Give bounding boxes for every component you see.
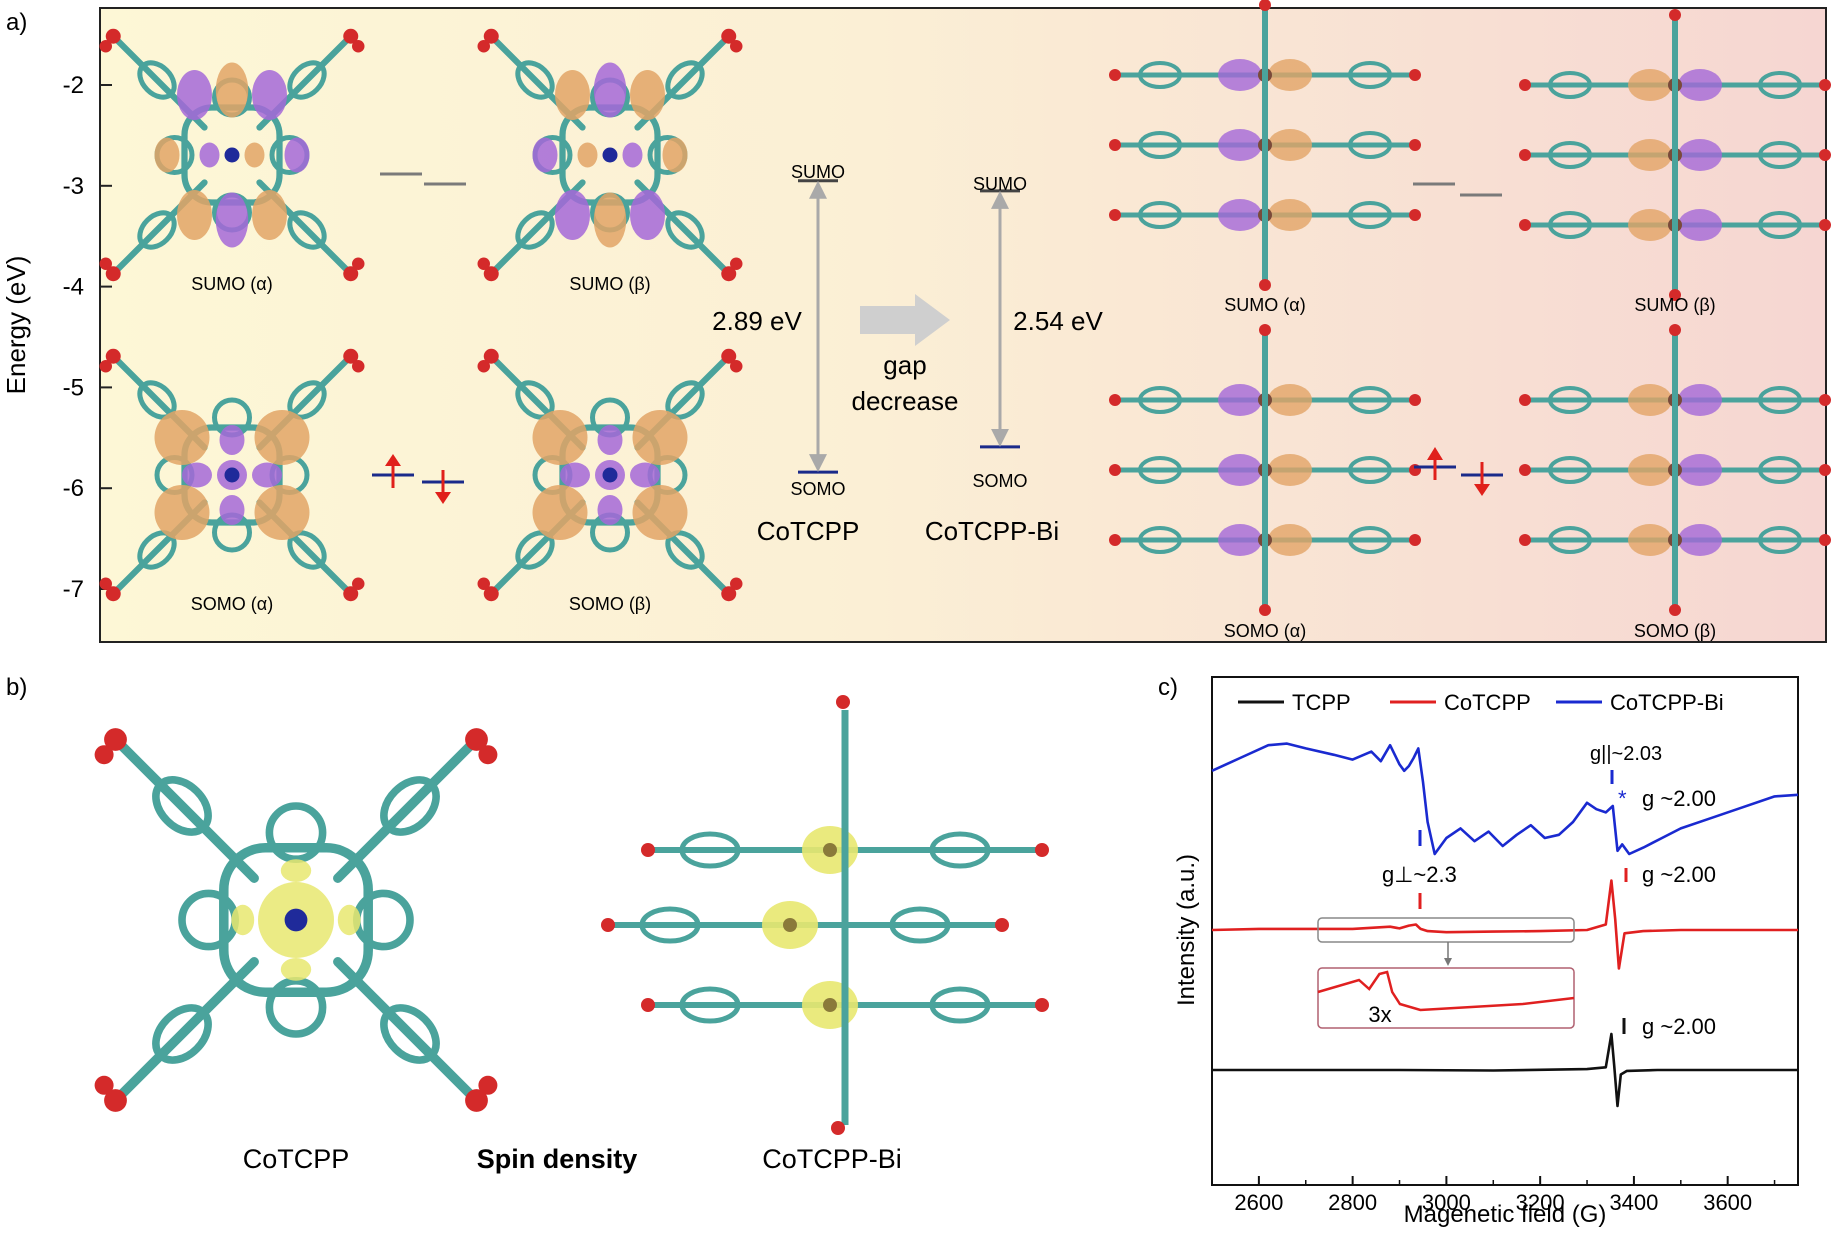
legend-label-tcpp: TCPP <box>1292 690 1351 715</box>
epr-annotations: g⊥~2.3 g||~2.03 * g ~2.00 g ~2.00 g ~2.0… <box>1382 743 1716 1039</box>
spin-label-cotcpp: CoTCPP <box>243 1144 350 1174</box>
inset-curve-cotcpp <box>1318 972 1574 1010</box>
compound-label-cotcpp: CoTCPP <box>757 516 860 546</box>
spin-label-center: Spin density <box>477 1144 638 1174</box>
caption-sumo-alpha-right: SUMO (α) <box>1224 295 1305 315</box>
g200-red-label: g ~2.00 <box>1642 862 1716 887</box>
inset-pointer-head <box>1444 958 1452 966</box>
panel-label-a: a) <box>6 9 27 36</box>
level-label-sumo-right: SUMO <box>973 174 1027 194</box>
energy-tick-label: -5 <box>63 374 84 401</box>
energy-tick-label: -4 <box>63 274 84 301</box>
epr-x-tick-label: 3000 <box>1422 1190 1471 1215</box>
g200-blue-label: g ~2.00 <box>1642 786 1716 811</box>
caption-sumo-alpha-left: SUMO (α) <box>191 274 272 294</box>
caption-somo-beta-left: SOMO (β) <box>569 594 651 614</box>
gap-value-cotcpp: 2.89 eV <box>712 306 802 336</box>
gap-text-line1: gap <box>883 350 926 380</box>
energy-tick-label: -3 <box>63 173 84 200</box>
energy-tick-label: -7 <box>63 576 84 603</box>
epr-curve-cotcpp <box>1212 881 1798 969</box>
panel-a-frame <box>100 8 1826 642</box>
spin-molecule-cotcpp-bi <box>601 695 1049 1135</box>
epr-x-tick-label: 3600 <box>1703 1190 1752 1215</box>
spin-density-renderings <box>95 695 1049 1135</box>
g200-black-label: g ~2.00 <box>1642 1014 1716 1039</box>
caption-somo-alpha-right: SOMO (α) <box>1224 621 1306 641</box>
panel-label-c: c) <box>1158 674 1178 701</box>
caption-sumo-beta-right: SUMO (β) <box>1634 295 1715 315</box>
gpar-label: g||~2.03 <box>1590 743 1662 765</box>
panel-label-b: b) <box>6 674 27 701</box>
level-label-sumo-left: SUMO <box>791 162 845 182</box>
gap-value-cotcpp-bi: 2.54 eV <box>1013 306 1103 336</box>
gperp-label: g⊥~2.3 <box>1382 862 1457 887</box>
epr-curve-tcpp <box>1212 1034 1798 1106</box>
epr-legend: TCPP CoTCPP CoTCPP-Bi <box>1238 690 1724 715</box>
compound-label-cotcpp-bi: CoTCPP-Bi <box>925 516 1059 546</box>
inset-box <box>1318 968 1574 1028</box>
caption-somo-beta-right: SOMO (β) <box>1634 621 1716 641</box>
inset-scale-label: 3x <box>1368 1002 1391 1027</box>
spin-label-cotcpp-bi: CoTCPP-Bi <box>762 1144 902 1174</box>
epr-x-tick-label: 3400 <box>1609 1190 1658 1215</box>
epr-y-axis-label: Intensity (a.u.) <box>1173 854 1200 1006</box>
epr-x-tick-label: 3200 <box>1516 1190 1565 1215</box>
gap-text-line2: decrease <box>852 386 959 416</box>
level-label-somo-left: SOMO <box>790 479 845 499</box>
caption-somo-alpha-left: SOMO (α) <box>191 594 273 614</box>
energy-tick-label: -2 <box>63 72 84 99</box>
legend-label-cotcpp: CoTCPP <box>1444 690 1531 715</box>
level-label-somo-right: SOMO <box>972 471 1027 491</box>
legend-label-cotcpp-bi: CoTCPP-Bi <box>1610 690 1724 715</box>
spin-molecule-cotcpp <box>95 728 498 1112</box>
energy-axis-label: Energy (eV) <box>1 256 31 395</box>
caption-sumo-beta-left: SUMO (β) <box>569 274 650 294</box>
epr-x-tick-label: 2600 <box>1234 1190 1283 1215</box>
epr-x-tick-label: 2800 <box>1328 1190 1377 1215</box>
energy-tick-label: -6 <box>63 475 84 502</box>
asterisk-marker: * <box>1618 786 1627 811</box>
